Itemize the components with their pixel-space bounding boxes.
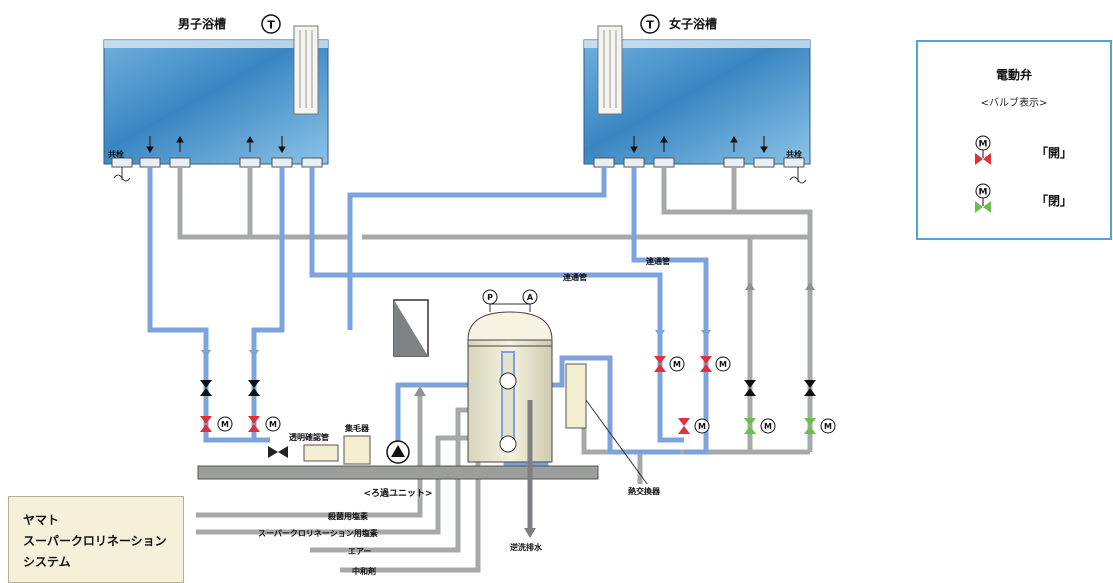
legend-open-label: 「開」 <box>1036 146 1073 160</box>
male-tank-title: 男子浴槽 <box>178 16 226 31</box>
chem-line-sterilize: 殺菌用塩素 <box>327 511 368 521</box>
filter-unit-label: <ろ過ユニット> <box>363 487 432 499</box>
blue-pipe-network <box>147 167 709 468</box>
male-bath-tank: 男子浴槽 T 共栓 <box>103 14 329 182</box>
motor-valve-open-2: M <box>248 416 281 432</box>
hair-catcher-label: 集毛器 <box>344 423 370 433</box>
svg-text:M: M <box>719 360 727 369</box>
filter-tank: P A <box>467 289 553 463</box>
manual-valve-icon <box>268 446 288 458</box>
valve-legend: 電動弁 <バルブ表示> M 「開」 M 「閉」 <box>916 40 1112 240</box>
pressure-symbol: P <box>487 293 493 302</box>
air-symbol: A <box>527 293 534 302</box>
svg-text:M: M <box>698 422 706 431</box>
motor-valve-closed-2: M <box>804 418 836 434</box>
motor-valve-open-4: M <box>700 356 731 372</box>
system-line-1: ヤマト <box>23 513 60 527</box>
clear-check-pipe: 透明確認管 <box>289 432 339 462</box>
female-overflow-label: 共栓 <box>786 149 802 159</box>
pump-icon <box>386 440 410 464</box>
motor-valve-closed-1: M <box>744 418 776 434</box>
female-thermometer-icon <box>640 14 660 34</box>
svg-text:M: M <box>979 188 988 198</box>
female-tank-title: 女子浴槽 <box>669 16 717 31</box>
svg-text:M: M <box>269 420 277 429</box>
manual-valves <box>200 380 816 396</box>
svg-text:M: M <box>979 140 988 150</box>
male-thermometer-icon <box>261 14 281 34</box>
svg-text:M: M <box>764 422 772 431</box>
female-thermometer-symbol: T <box>646 19 654 32</box>
air-vent-icon <box>522 289 538 305</box>
filter-unit-base <box>197 465 599 480</box>
legend-closed-row: M 「閉」 <box>968 182 1098 218</box>
blue-pipe-arrows <box>201 330 711 358</box>
connection-pipe-label-right: 連通管 <box>646 256 670 266</box>
svg-text:M: M <box>824 422 832 431</box>
backwash-drain: 逆洗排水 <box>510 400 543 552</box>
motor-valve-open-3: M <box>654 356 685 372</box>
valve-closed-icon: M <box>975 183 991 213</box>
system-line-2: スーパークロリネーション <box>23 534 167 548</box>
legend-open-row: M 「開」 <box>968 134 1098 170</box>
male-flow-arrows <box>146 136 286 153</box>
hair-catcher: 集毛器 <box>343 423 371 465</box>
legend-title: 電動弁 <box>995 68 1032 82</box>
heat-exchanger-label: 熱交換器 <box>628 486 661 496</box>
connection-pipe-label-left: 連通管 <box>563 272 587 282</box>
control-panel-icon <box>393 299 429 357</box>
clear-pipe-label: 透明確認管 <box>289 432 329 442</box>
female-bath-tank: T 女子浴槽 共栓 <box>583 14 811 184</box>
svg-text:M: M <box>221 420 229 429</box>
legend-closed-label: 「閉」 <box>1036 194 1073 208</box>
legend-subtitle: <バルブ表示> <box>980 98 1048 109</box>
system-line-3: システム <box>23 555 71 569</box>
chem-line-neutralizer: 中和剤 <box>352 566 376 576</box>
backwash-drain-label: 逆洗排水 <box>510 542 543 552</box>
male-thermometer-symbol: T <box>267 19 275 32</box>
system-name-box: ヤマト スーパークロリネーション システム <box>8 496 184 583</box>
motor-valve-open-1: M <box>200 416 233 432</box>
motor-valve-open-5: M <box>678 418 710 434</box>
chem-line-superchlorination: スーパークロリネーション用塩素 <box>258 528 378 538</box>
pressure-gauge-icon <box>482 289 498 305</box>
valve-open-icon: M <box>975 135 991 165</box>
svg-text:M: M <box>673 360 681 369</box>
male-overflow-label: 共栓 <box>108 149 124 159</box>
chem-line-air: エアー <box>348 547 372 556</box>
female-flow-arrows <box>630 136 768 153</box>
heat-exchanger: 熱交換器 <box>565 363 676 498</box>
